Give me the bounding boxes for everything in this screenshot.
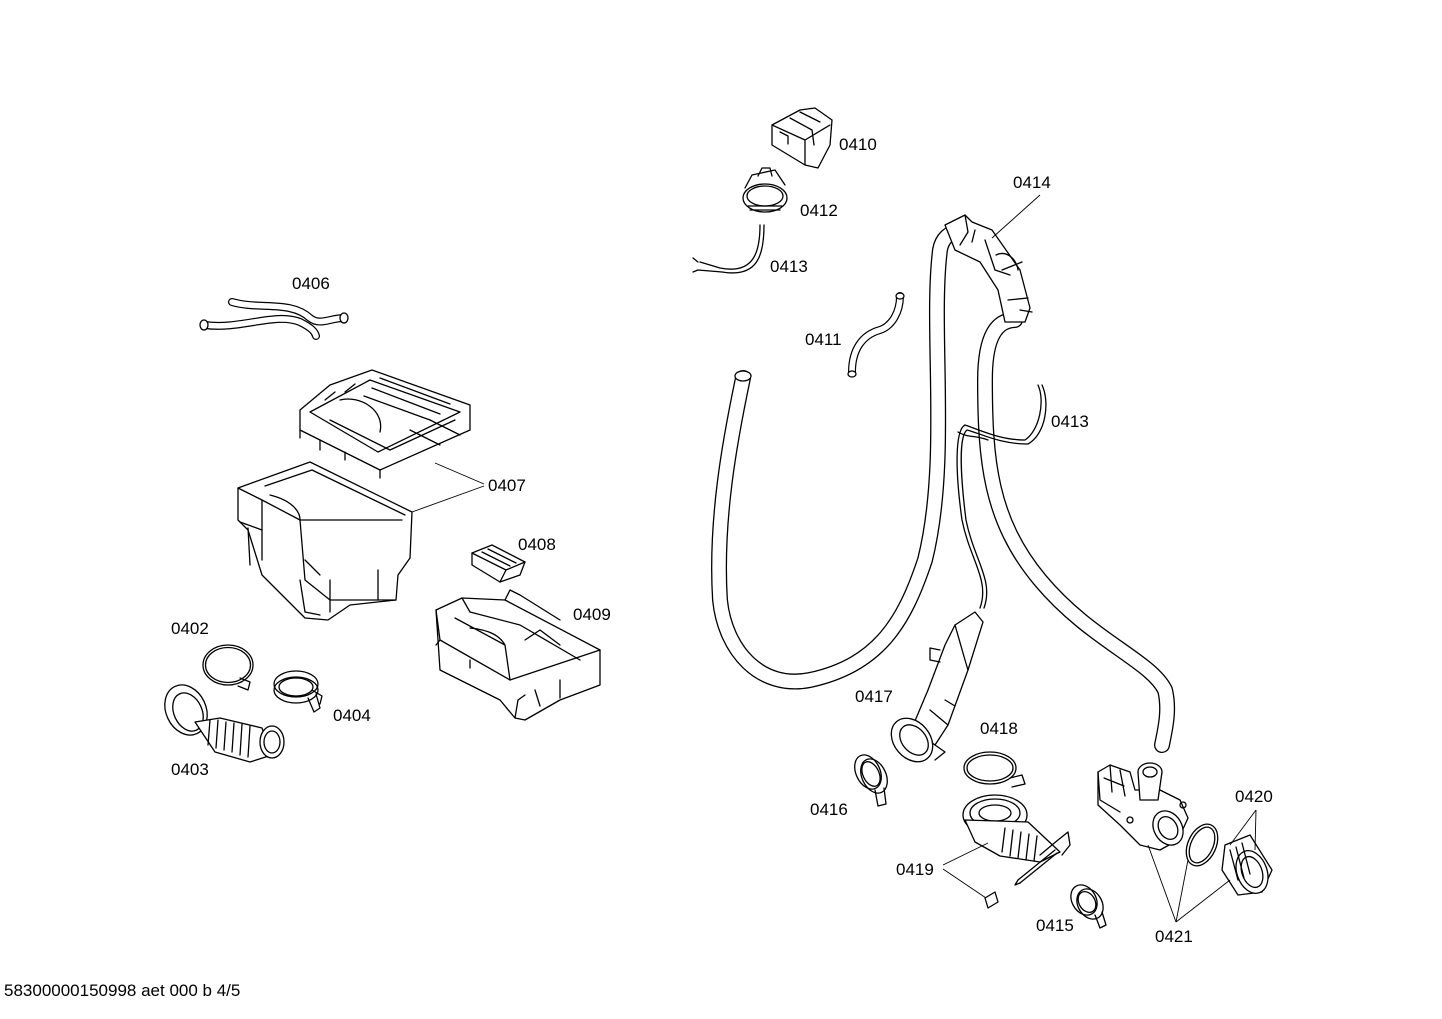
part-0417-tub-connector[interactable] [883,611,984,770]
part-0409-detergent-drawer[interactable] [435,589,601,721]
part-0411-small-hose[interactable] [847,292,905,378]
part-0410-bracket[interactable] [771,107,833,169]
part-0413-wire-middle[interactable] [956,384,1047,609]
label-0410: 0410 [839,135,877,154]
part-0413-wire-top[interactable] [692,224,765,274]
label-0403: 0403 [171,760,209,779]
part-0416-spring-clamp[interactable] [850,751,893,807]
label-0420: 0420 [1235,787,1273,806]
label-0408: 0408 [518,535,556,554]
label-0409: 0409 [573,605,611,624]
part-0421-drain-pump[interactable] [1097,762,1189,851]
label-0406: 0406 [292,274,330,293]
label-0414: 0414 [1013,173,1051,192]
part-0418-clamp-band[interactable] [963,751,1026,788]
part-0404-spring-clamp[interactable] [273,670,323,713]
label-0402: 0402 [171,619,209,638]
part-0408-siphon-cap[interactable] [471,544,526,583]
part-0415-spring-clamp[interactable] [1066,880,1109,929]
part-0414-main-hose[interactable] [711,194,1176,753]
label-0413-middle: 0413 [1051,412,1089,431]
part-0402-hose-clamp[interactable] [202,644,254,691]
label-0419: 0419 [896,860,934,879]
label-0411: 0411 [805,330,842,349]
label-0412: 0412 [800,201,838,220]
part-0406-hose[interactable] [199,298,349,340]
label-0415: 0415 [1036,916,1074,935]
drawing-code-footer: 58300000150998 aet 000 b 4/5 [4,981,241,1000]
part-0419-sump-bellows[interactable] [942,794,1071,909]
label-0416: 0416 [810,800,848,819]
part-0412-pressure-switch[interactable] [742,167,788,213]
part-0407-dispenser-housing[interactable] [237,369,471,621]
label-0413-top: 0413 [770,257,808,276]
part-0421-pump-filter[interactable] [1221,834,1274,898]
label-0421: 0421 [1155,927,1193,946]
label-0404: 0404 [333,706,371,725]
label-0417: 0417 [855,687,893,706]
part-0403-bellows-hose[interactable] [157,678,285,763]
part-0420-seal-ring[interactable] [1180,819,1224,871]
label-0407: 0407 [488,476,526,495]
label-0418: 0418 [980,719,1018,738]
